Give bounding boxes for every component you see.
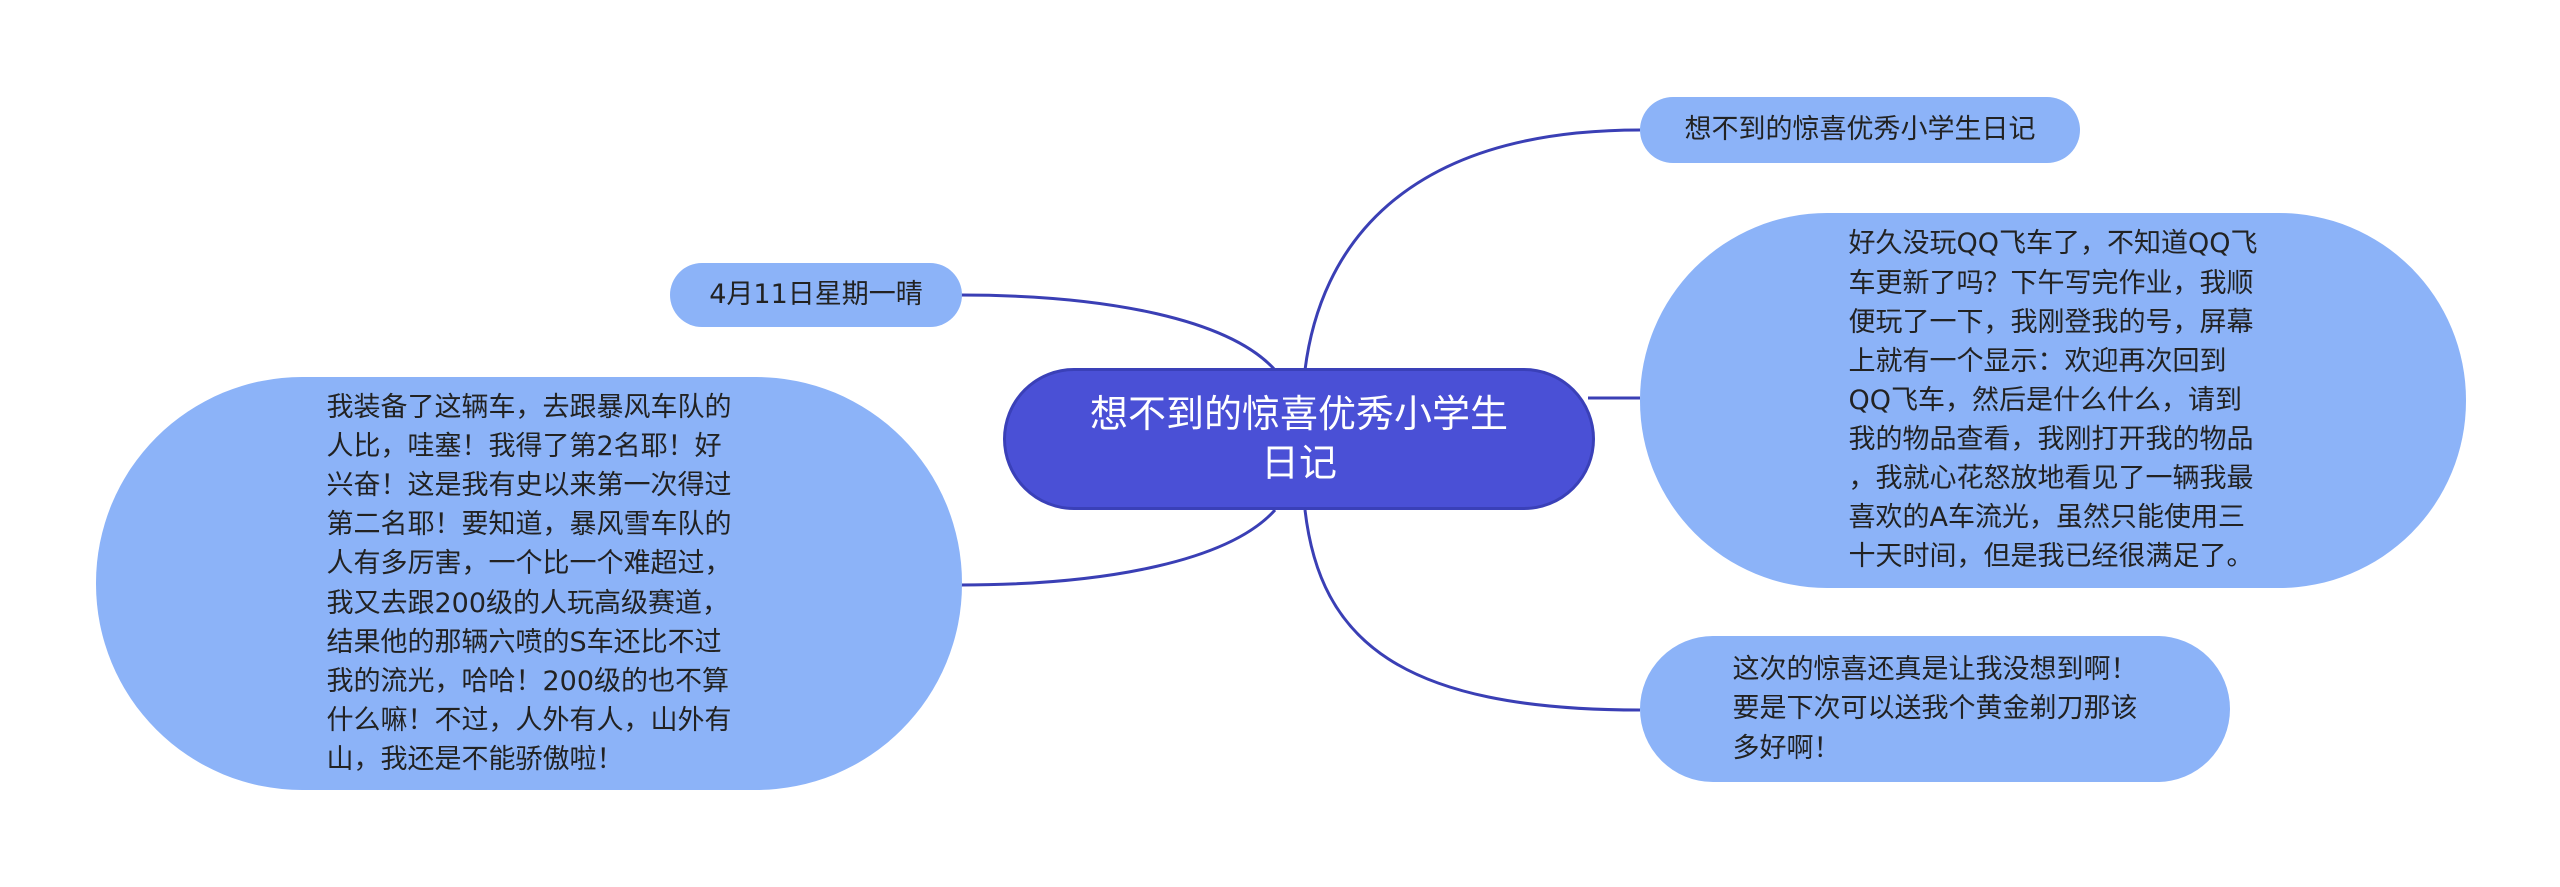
leaf-story-part1-text: 好久没玩QQ飞车了，不知道QQ飞 车更新了吗？下午写完作业，我顺 便玩了一下，我… <box>1848 228 2258 573</box>
leaf-node-story-part1[interactable]: 好久没玩QQ飞车了，不知道QQ飞 车更新了吗？下午写完作业，我顺 便玩了一下，我… <box>1640 213 2466 588</box>
leaf-node-story-part2[interactable]: 我装备了这辆车，去跟暴风车队的 人比，哇塞！我得了第2名耶！好 兴奋！这是我有史… <box>96 377 962 790</box>
connector-left-big <box>959 508 1277 587</box>
connector-top-right <box>1303 128 1641 371</box>
leaf-node-ending[interactable]: 这次的惊喜还真是让我没想到啊！ 要是下次可以送我个黄金剃刀那该 多好啊！ <box>1640 636 2230 782</box>
leaf-ending-text: 这次的惊喜还真是让我没想到啊！ 要是下次可以送我个黄金剃刀那该 多好啊！ <box>1732 654 2138 764</box>
leaf-node-date[interactable]: 4月11日星期一晴 <box>670 263 962 327</box>
leaf-date-text: 4月11日星期一晴 <box>709 279 923 311</box>
connector-date <box>959 293 1277 372</box>
leaf-node-title[interactable]: 想不到的惊喜优秀小学生日记 <box>1640 97 2080 163</box>
central-topic-text: 想不到的惊喜优秀小学生 日记 <box>1089 391 1508 485</box>
leaf-story-part2-text: 我装备了这辆车，去跟暴风车队的 人比，哇塞！我得了第2名耶！好 兴奋！这是我有史… <box>326 391 732 776</box>
central-topic-node[interactable]: 想不到的惊喜优秀小学生 日记 <box>1003 368 1595 510</box>
connector-bottom-right <box>1303 509 1641 712</box>
leaf-title-text: 想不到的惊喜优秀小学生日记 <box>1684 114 2036 146</box>
